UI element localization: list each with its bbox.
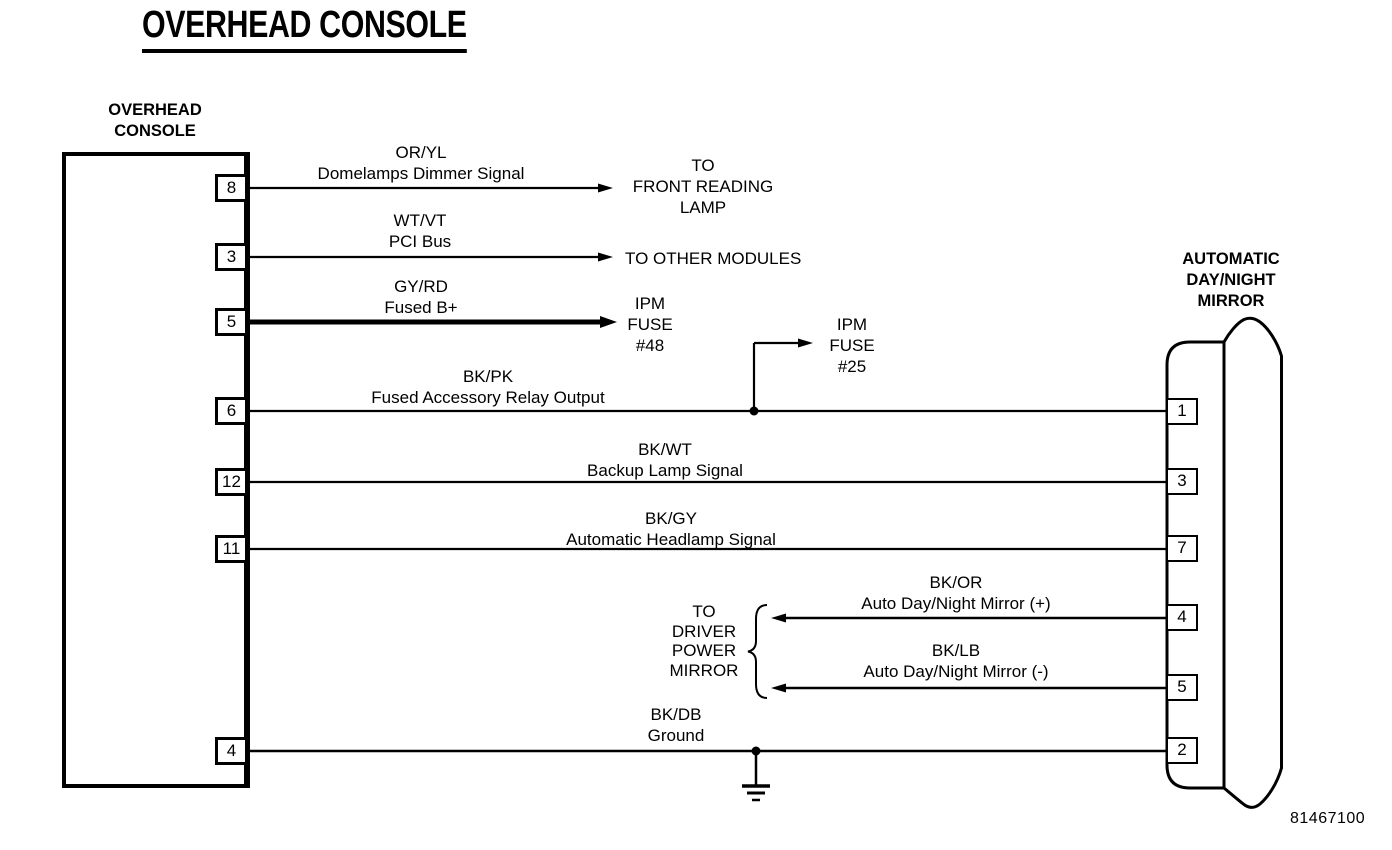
dest-driver-power-mirror: TO DRIVER POWER MIRROR: [654, 602, 754, 680]
mirror-label-line1: AUTOMATIC: [1182, 250, 1280, 268]
wire-label-bkpk: BK/PK Fused Accessory Relay Output: [338, 366, 638, 408]
wire-code: BK/WT: [638, 440, 692, 459]
wire-code: BK/OR: [929, 573, 983, 592]
wire-label-bkgy: BK/GY Automatic Headlamp Signal: [521, 508, 821, 550]
dest-line: LAMP: [679, 198, 727, 217]
wire-function: Auto Day/Night Mirror (+): [861, 594, 1051, 613]
mirror-label-line3: MIRROR: [1197, 292, 1265, 310]
wire-function: Automatic Headlamp Signal: [566, 530, 776, 549]
wire-function: Fused B+: [384, 298, 458, 317]
dest-line: FUSE: [627, 315, 673, 334]
dest-line: TO: [691, 156, 715, 175]
dest-line: #48: [635, 336, 665, 355]
mirror-pin-7: 7: [1166, 535, 1198, 562]
ground-symbol-icon: [742, 751, 770, 802]
dest-line: DRIVER: [671, 621, 737, 641]
console-pin-3: 3: [215, 243, 248, 271]
console-pin-8: 8: [215, 174, 248, 202]
wire-code: OR/YL: [395, 143, 447, 162]
console-pin-4: 4: [215, 737, 248, 765]
console-pin-6: 6: [215, 397, 248, 425]
page-title-wrap: OVERHEAD CONSOLE: [142, 4, 548, 53]
wire-code: BK/GY: [645, 509, 697, 528]
arrow-to-driver-mirror-minus: [771, 683, 786, 693]
console-label-line1: OVERHEAD: [108, 101, 202, 119]
wire-function: Domelamps Dimmer Signal: [317, 164, 525, 183]
console-pin-12: 12: [215, 468, 248, 496]
dest-line: FUSE: [829, 336, 875, 355]
mirror-pin-1: 1: [1166, 398, 1198, 425]
wire-label-oryl: OR/YL Domelamps Dimmer Signal: [271, 142, 571, 184]
wire-label-bkwt: BK/WT Backup Lamp Signal: [515, 439, 815, 481]
wire-label-bkdb: BK/DB Ground: [526, 704, 826, 746]
console-label-line2: CONSOLE: [114, 122, 196, 140]
wire-code: BK/DB: [650, 705, 702, 724]
part-number: 81467100: [1290, 810, 1366, 827]
wire-label-wtvt: WT/VT PCI Bus: [270, 210, 570, 252]
wire-label-bkor: BK/OR Auto Day/Night Mirror (+): [806, 572, 1106, 614]
dest-other-modules: TO OTHER MODULES: [625, 249, 802, 268]
wire-function: Backup Lamp Signal: [587, 461, 743, 480]
wire-function: Auto Day/Night Mirror (-): [863, 662, 1049, 681]
wire-code: BK/PK: [462, 367, 514, 386]
wire-code: GY/RD: [394, 277, 448, 296]
dest-ipm-fuse-48: IPM FUSE #48: [600, 293, 700, 356]
junction-dot-ground: [751, 746, 761, 756]
dest-front-reading-lamp: TO FRONT READING LAMP: [603, 155, 803, 218]
wire-function: Ground: [647, 726, 705, 745]
dest-line: FRONT READING: [632, 177, 774, 196]
mirror-pin-5: 5: [1166, 674, 1198, 701]
dest-line: IPM: [836, 315, 868, 334]
dest-line: TO: [692, 602, 716, 621]
wire-code: WT/VT: [393, 211, 447, 230]
wire-code: BK/LB: [931, 641, 981, 660]
page-title: OVERHEAD CONSOLE: [142, 4, 467, 53]
dest-line: POWER: [671, 641, 737, 660]
mirror-pin-3: 3: [1166, 468, 1198, 495]
wire-function: Fused Accessory Relay Output: [371, 388, 605, 407]
mirror-label: AUTOMATIC DAY/NIGHT MIRROR: [1151, 249, 1311, 312]
junction-dot-fuse25: [749, 406, 759, 416]
console-pin-5: 5: [215, 308, 248, 336]
arrow-to-driver-mirror-plus: [771, 613, 786, 623]
mirror-pin-2: 2: [1166, 737, 1198, 764]
mirror-label-line2: DAY/NIGHT: [1186, 271, 1276, 289]
dest-line: MIRROR: [669, 660, 739, 680]
dest-line: #25: [837, 357, 867, 376]
wire-function: PCI Bus: [388, 232, 452, 251]
dest-line: IPM: [634, 294, 666, 313]
mirror-pin-4: 4: [1166, 604, 1198, 631]
dest-ipm-fuse-25: IPM FUSE #25: [802, 314, 902, 377]
wire-label-gyrd: GY/RD Fused B+: [271, 276, 571, 318]
console-label: OVERHEAD CONSOLE: [75, 100, 235, 142]
mirror-connector-outline: [1165, 316, 1283, 809]
arrow-to-other-modules: [598, 252, 613, 262]
console-pin-11: 11: [215, 535, 248, 563]
wire-label-bklb: BK/LB Auto Day/Night Mirror (-): [806, 640, 1106, 682]
